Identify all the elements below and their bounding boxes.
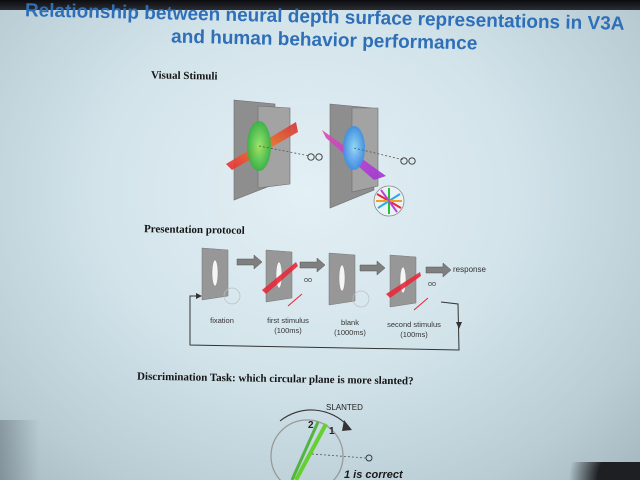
- slide-shadow-corner: [0, 420, 40, 480]
- answer-label: 1 is correct: [344, 469, 403, 480]
- eye-icon: [408, 157, 416, 165]
- step-first-stimulus: first stimulus (100ms): [258, 316, 318, 336]
- step-first-stimulus-duration: (100ms): [274, 326, 302, 335]
- orientation-wheel: [373, 185, 405, 217]
- loop-arrowhead: [456, 322, 462, 329]
- protocol-arrow: [359, 260, 386, 276]
- plane-2-label: 2: [308, 420, 314, 431]
- loop-arrowhead: [196, 293, 202, 299]
- wheel-stripe-purple: [380, 189, 398, 213]
- protocol-frame-second-stimulus: [386, 254, 436, 311]
- slanted-plane-2: [290, 421, 320, 480]
- line-of-sight-left: [258, 145, 311, 157]
- protocol-frame-first-stimulus: [262, 249, 312, 307]
- step-second-stimulus-label: second stimulus: [387, 320, 441, 329]
- stimulus-right: [322, 103, 416, 209]
- plane-1-label: 1: [329, 426, 335, 437]
- slant-arrowhead: [342, 420, 352, 431]
- step-blank-duration: (1000ms): [334, 328, 366, 337]
- eye-icon: [315, 153, 323, 161]
- protocol-frame-blank: [328, 252, 370, 308]
- protocol-arrow: [299, 257, 326, 273]
- step-blank-label: blank: [341, 318, 359, 327]
- line-of-sight-right: [353, 147, 405, 161]
- step-second-stimulus-duration: (100ms): [400, 330, 428, 339]
- slant-direction-arc: [279, 409, 349, 427]
- task-line-of-sight: [311, 453, 367, 459]
- task-diagram: [270, 409, 373, 480]
- stimulus-left: [226, 99, 323, 201]
- response-label: response: [453, 265, 486, 274]
- protocol-arrow: [236, 254, 263, 270]
- step-blank: blank (1000ms): [326, 318, 374, 338]
- eye-icon: [365, 454, 373, 462]
- presentation-protocol-heading: Presentation protocol: [143, 223, 245, 237]
- step-second-stimulus: second stimulus (100ms): [378, 320, 450, 340]
- audience-head-silhouette: [550, 462, 640, 480]
- eye-icon: [400, 157, 408, 165]
- repeat-loop-line: [189, 295, 460, 351]
- task-circle: [270, 419, 344, 480]
- step-fixation-label: fixation: [210, 316, 234, 325]
- eye-icon: [307, 153, 315, 161]
- screen-top-edge: [0, 0, 640, 10]
- step-first-stimulus-label: first stimulus: [267, 316, 309, 325]
- step-fixation: fixation: [200, 316, 244, 326]
- protocol-arrow: [425, 262, 452, 278]
- slanted-plane-1: [294, 423, 328, 480]
- protocol-frame-fixation: [201, 247, 241, 305]
- slanted-label: SLANTED: [326, 403, 363, 412]
- protocol-sequence: [189, 247, 462, 351]
